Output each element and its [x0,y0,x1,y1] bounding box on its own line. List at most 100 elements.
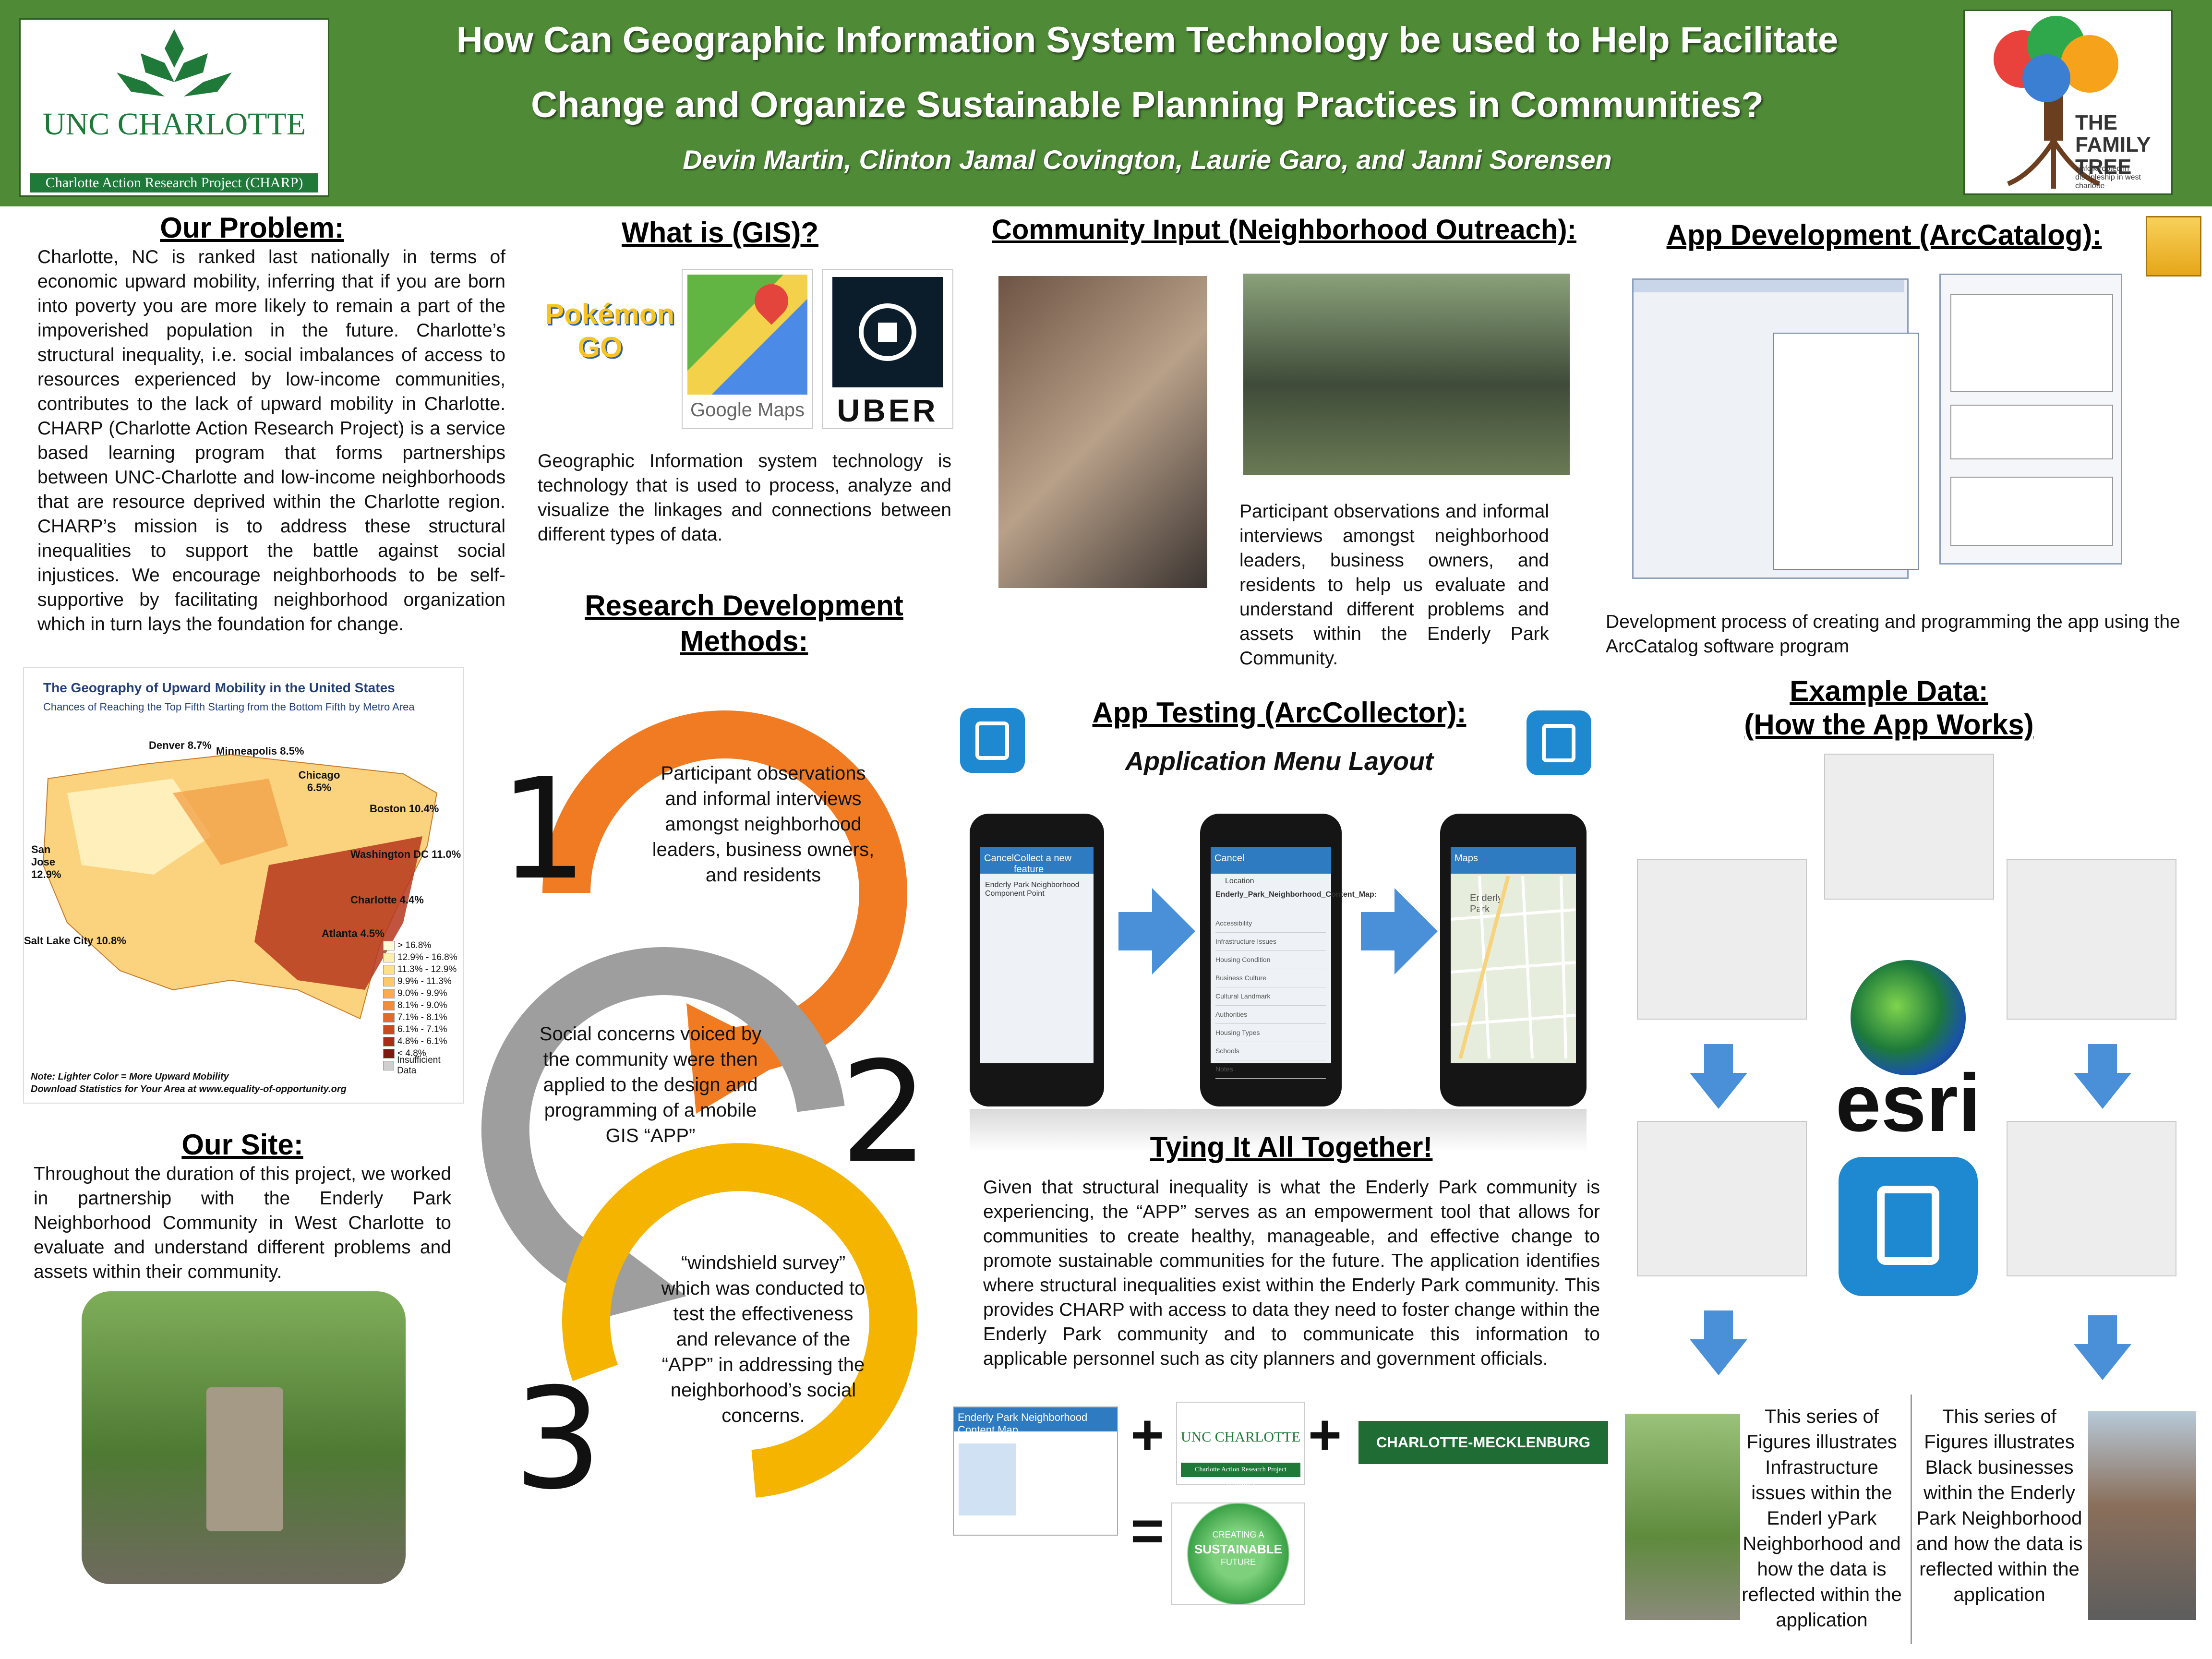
form-field-row[interactable]: Housing Condition [1215,951,1326,969]
form-field-row[interactable]: Business Culture [1215,969,1326,987]
map-label-denver: Denver 8.7% [149,739,212,751]
feature-class-properties-dialog [1773,333,1919,570]
app-dev-caption: Development process of creating and prog… [1606,612,2180,657]
form-field-row[interactable]: Schools [1215,1042,1326,1060]
phone-reflections [970,1109,1587,1152]
app-dev-heading: App Development (ArcCatalog): [1666,219,2102,251]
maps-button[interactable]: Maps [1455,853,1478,864]
map-tile-right-1 [2007,859,2176,1020]
plus-sign-1: + [1130,1403,1165,1467]
charp-caption: Charlotte Action Research Project (CHARP… [45,175,303,191]
legend-row: 12.9% - 16.8% [383,951,460,963]
site-photo [82,1291,406,1584]
content-map-label: Enderly_Park_Neighborhood_Content_Map: [1215,890,1377,899]
content-map-title: Enderly Park Neighborhood Content Map [958,1411,1088,1436]
step1-arrow-head [686,1003,792,1114]
feature-option[interactable]: Enderly Park Neighborhood Component Poin… [985,881,1080,898]
legend-label: 6.1% - 7.1% [397,1024,447,1034]
gis-text: Geographic Information system technology… [538,451,951,545]
google-maps-logo: Google Maps [682,269,813,429]
cancel-button[interactable]: Cancel [1214,853,1245,864]
community-text: Participant observations and informal in… [1239,501,1549,669]
map-label-chicago: Chicago 6.5% [298,769,340,793]
form-field-row[interactable]: Authorities [1215,1006,1326,1024]
form-field-row[interactable]: Infrastructure Issues [1215,933,1326,951]
legend-swatch [383,1000,395,1010]
step2-number: 2 [840,1032,929,1194]
step2-text: Social concerns voiced by the community … [539,1023,762,1146]
cancel-button[interactable]: Cancel [984,853,1014,864]
gis-heading: What is (GIS)? [622,216,818,249]
form-field-row[interactable]: Notes [1215,1060,1326,1079]
map-tile-overview [1824,754,1994,900]
site-text: Throughout the duration of this project,… [34,1164,451,1282]
us-map-shape [42,754,438,1020]
interview-photo [998,276,1207,588]
poster-authors: Devin Martin, Clinton Jamal Covington, L… [683,144,1612,175]
family-tree-logo: THE FAMILY TREE kinfolk rooted in discip… [1963,10,2173,195]
legend-row: 9.0% - 9.9% [383,987,460,999]
legend-row: 7.1% - 8.1% [383,1011,460,1023]
legend-label: Insufficient Data [397,1055,441,1076]
legend-swatch [383,1060,395,1070]
example-caption-right: This series of Figures illustrates Black… [1916,1406,2083,1605]
caption-divider [1911,1395,1912,1644]
form-field-row[interactable]: Accessibility [1215,914,1326,933]
poster-title-line1: How Can Geographic Information System Te… [456,20,1839,60]
map-label-washington: Washington DC 11.0% [350,848,461,860]
legend-swatch [383,964,395,974]
step1-number: 1 [499,749,588,911]
legend-row: 6.1% - 7.1% [383,1023,460,1035]
map-note: Note: Lighter Color = More Upward Mobili… [31,1071,229,1082]
research-heading: Research Development Methods: [585,589,903,657]
uber-logo: UBER [822,269,953,429]
problem-heading: Our Problem: [160,212,344,244]
equals-sign: = [1130,1499,1165,1563]
legend-swatch [383,976,395,986]
map-label-atlanta: Atlanta 4.5% [322,927,385,939]
step1-text: Participant observations and informal in… [652,763,875,886]
step3-number: 3 [514,1358,602,1520]
example-heading: Example Data: (How the App Works) [1744,675,2034,741]
phone-location-form: Cancel Location Enderly_Park_Neighborhoo… [1200,814,1377,1106]
legend-label: 12.9% - 16.8% [397,952,457,962]
app-testing-heading: App Testing (ArcCollector): [1092,697,1467,729]
problem-text: Charlotte, NC is ranked last nationally … [37,247,505,635]
content-map-screenshot: Enderly Park Neighborhood Content Map [953,1407,1118,1536]
step1-arrow-ring [542,710,907,1075]
legend-row: Insufficient Data [383,1055,460,1076]
legend-row: < 4.8% [383,1047,460,1059]
map-tile-left-2 [1637,1121,1807,1276]
esri-wordmark: esri [1835,1058,1981,1149]
map-streets [1451,876,1575,1058]
charlotte-mecklenburg-planning-logo: CHARLOTTE-MECKLENBURG PLANNING [1358,1421,1608,1494]
legend-label: 9.9% - 11.3% [397,976,452,986]
family-tree-wordmark: THE FAMILY TREE [2075,111,2151,179]
map-label-charlotte: Charlotte 4.4% [350,894,424,906]
map-label-minneapolis: Minneapolis 8.5% [216,745,304,757]
form-field-row[interactable]: Cultural Landmark [1215,987,1326,1006]
app-testing-subheading: Application Menu Layout [1125,747,1433,776]
legend-row: 9.9% - 11.3% [383,975,460,987]
step3-arrow-ring [562,1143,917,1498]
legend-label: 4.8% - 6.1% [397,1036,447,1046]
arccollector-app-icon [1839,1157,1978,1296]
form-field-row[interactable]: Housing Types [1215,1024,1326,1042]
map-tile-left-1 [1637,859,1807,1020]
poster-title-line2: Change and Organize Sustainable Planning… [531,84,1764,125]
legend-swatch [383,1024,395,1034]
map-place-label: Enderly Park [1470,893,1503,914]
esri-globe-icon [1851,960,1966,1075]
phone-map-view: Maps Enderly Park [1440,814,1587,1106]
site-heading: Our Site: [181,1129,303,1161]
legend-swatch [383,952,395,962]
workspace-domains-dialog [1939,274,2122,565]
arccatalog-window [1632,278,1919,579]
step2-arrow-ring [481,947,845,1288]
legend-row: 4.8% - 6.1% [383,1035,460,1047]
map-subtitle: Chances of Reaching the Top Fifth Starti… [43,701,415,713]
legend-swatch [383,988,395,998]
unc-crown-icon [30,29,318,192]
uber-icon [832,277,943,387]
